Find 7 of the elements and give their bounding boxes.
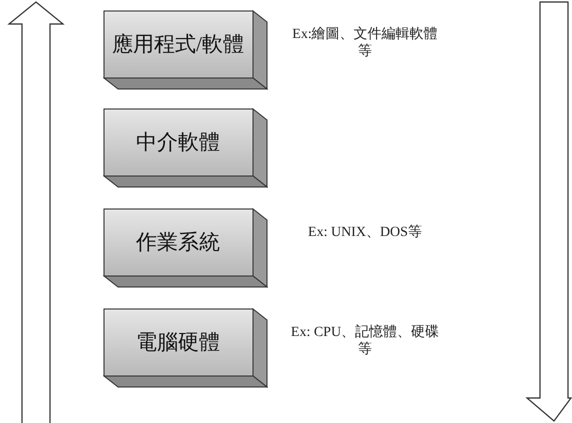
layer-label: 電腦硬體 (136, 329, 220, 356)
layer-label: 中介軟體 (136, 129, 220, 156)
layer-label: 作業系統 (136, 229, 220, 256)
example-note: Ex: CPU、記憶體、硬碟等 (290, 324, 440, 358)
layer-label: 應用程式/軟體 (112, 31, 244, 58)
example-note: Ex:繪圖、文件編輯軟體等 (291, 26, 439, 60)
example-note: Ex: UNIX、DOS等 (307, 224, 423, 241)
